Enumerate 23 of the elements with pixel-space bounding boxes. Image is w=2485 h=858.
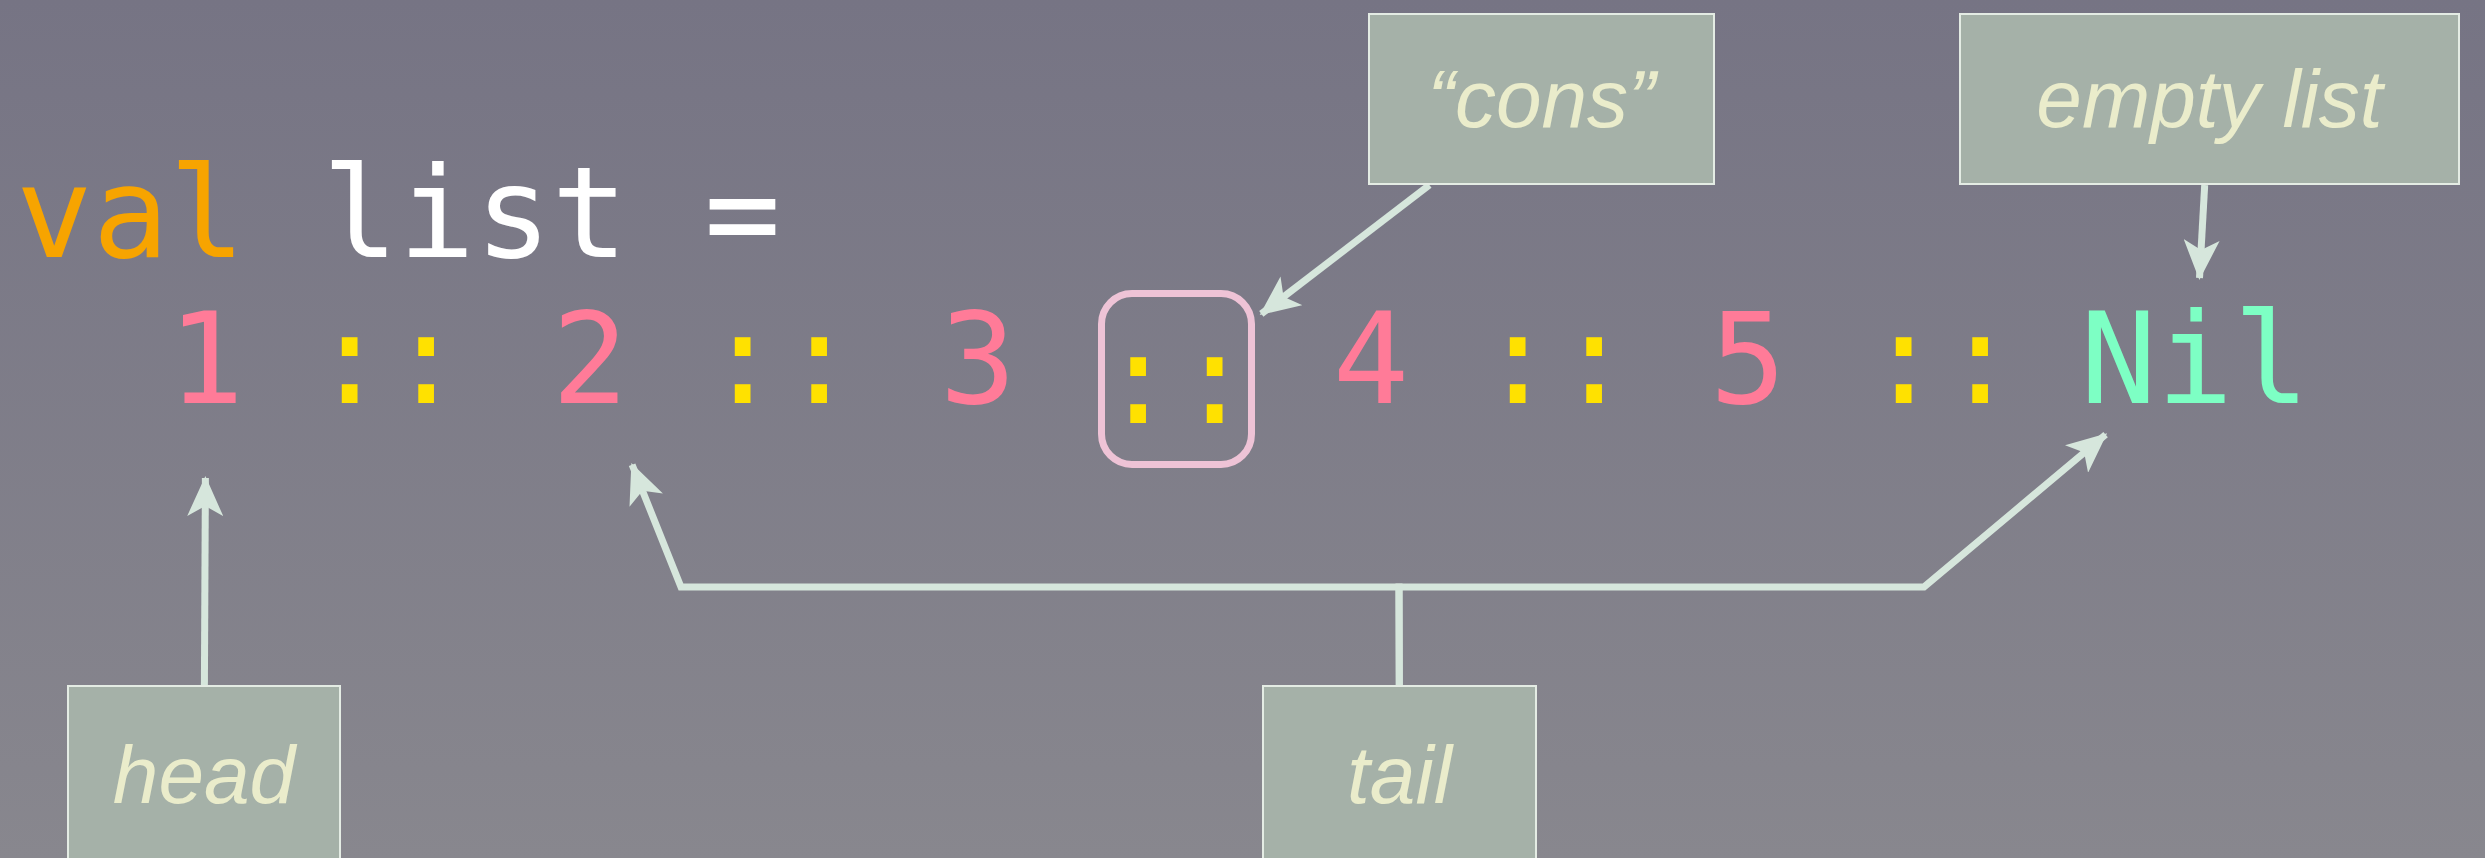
code-token: :: — [1100, 315, 1253, 443]
code-token: :: — [311, 296, 465, 423]
callout-box — [1368, 13, 1715, 185]
code-token: 2 — [551, 296, 629, 423]
arrow — [2183, 184, 2220, 280]
code-token: Nil — [2080, 296, 2310, 423]
callout-box — [1959, 13, 2460, 185]
code-token: 4 — [1332, 296, 1410, 423]
highlight-box — [1098, 290, 1255, 468]
code-token: :: — [1865, 296, 2019, 423]
code-token: 1 — [167, 296, 245, 423]
callout-box — [67, 685, 341, 858]
arrow — [187, 476, 224, 685]
arrow — [1395, 431, 2108, 685]
code-token: :: — [1479, 296, 1633, 423]
code-token: val — [16, 150, 246, 277]
code-token: :: — [704, 296, 858, 423]
callout-box — [1262, 685, 1537, 858]
code-token: 5 — [1709, 296, 1787, 423]
callout-text: head — [112, 734, 296, 816]
code-token: list = — [322, 150, 781, 277]
callout-text: tail — [1347, 734, 1452, 816]
code-token: 3 — [939, 296, 1017, 423]
